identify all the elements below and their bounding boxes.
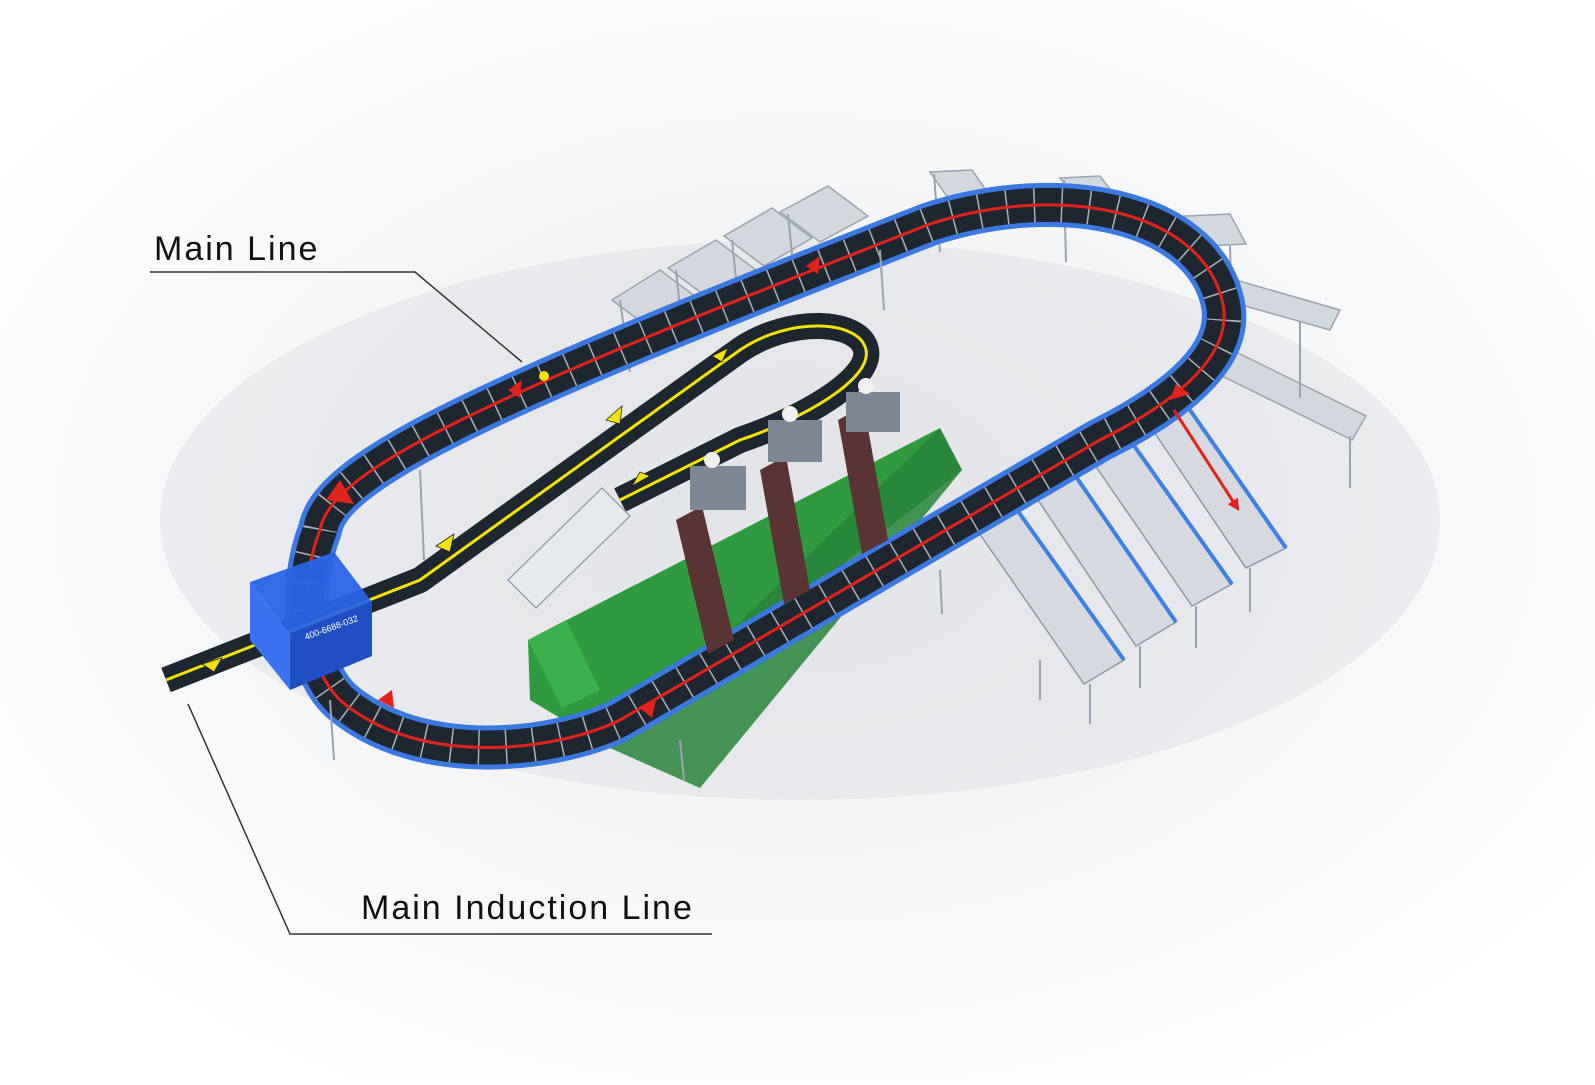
main-induction-line-callout-line	[187, 703, 712, 935]
red-flow-arrow	[378, 690, 394, 708]
station-2	[760, 406, 822, 604]
lower-chute-legs	[1039, 568, 1251, 724]
red-flow-arrow	[326, 480, 354, 504]
main-loop-legs	[329, 249, 943, 781]
main-line-callout-line	[150, 271, 523, 363]
yellow-flow-arrow	[201, 657, 223, 673]
operator-figure	[782, 406, 798, 422]
station-3	[838, 378, 900, 554]
parcel-dot	[539, 371, 549, 381]
barcode-scanner-box: 400-6688-032	[250, 552, 372, 690]
lower-chute-frames	[1008, 408, 1288, 662]
main-induction-line-label: Main Induction Line	[361, 889, 694, 927]
red-flow-arrow	[806, 256, 820, 274]
red-flow-arrows	[326, 256, 1190, 718]
yellow-flow-arrow	[605, 405, 623, 425]
yellow-flow-arrow	[630, 471, 651, 488]
station-1	[676, 452, 746, 654]
yellow-flow-arrow	[711, 347, 729, 363]
induction-stations	[676, 378, 900, 654]
operator-figure	[858, 378, 874, 394]
white-slide-chute	[506, 486, 632, 610]
red-flow-arrow	[640, 700, 656, 718]
red-flow-arrow	[508, 380, 522, 398]
main-line-label: Main Line	[154, 230, 320, 268]
operator-figure	[704, 452, 720, 468]
red-flow-arrow	[1170, 384, 1190, 400]
divert-arrow	[1172, 409, 1240, 512]
yellow-flow-arrow	[435, 533, 455, 553]
yellow-flow-arrows	[201, 347, 729, 673]
main-line-flow-path	[305, 203, 1226, 749]
